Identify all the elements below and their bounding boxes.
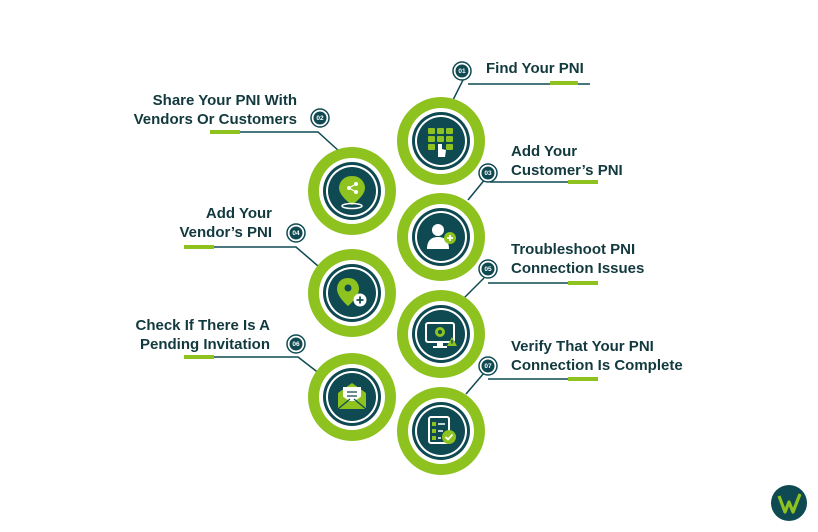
monitor-gear-warning-icon — [425, 322, 457, 348]
step-02-title-line-2: Vendors Or Customers — [133, 111, 297, 128]
step-07-title: Verify That Your PNI Connection Is Compl… — [511, 337, 683, 375]
step-06-title-line-2: Pending Invitation — [140, 336, 270, 353]
step-02-number: 02 — [316, 115, 324, 122]
accent-bar-04 — [184, 245, 214, 249]
step-06-number: 06 — [292, 341, 300, 348]
accent-bars — [184, 81, 598, 381]
step-06-title-line-1: Check If There Is A — [135, 317, 271, 334]
checklist-icon — [428, 416, 456, 444]
step-02-title: Share Your PNI With Vendors Or Customers — [134, 91, 297, 129]
step-05-badge: 05 — [478, 259, 498, 279]
step-03-badge: 03 — [478, 163, 498, 183]
step-04-badge: 04 — [286, 223, 306, 243]
brand-logo-icon — [771, 485, 807, 521]
step-04-title: Add Your Vendor’s PNI — [179, 204, 272, 242]
connector-04 — [184, 246, 319, 267]
connector-03-drop — [467, 177, 487, 201]
step-07-number: 07 — [484, 363, 492, 370]
accent-bar-07 — [568, 377, 598, 381]
accent-bar-01 — [550, 81, 578, 85]
step-01-title: Find Your PNI — [486, 59, 584, 78]
step-03-title-line-2: Customer’s PNI — [511, 162, 623, 179]
step-05-title: Troubleshoot PNI Connection Issues — [511, 240, 644, 278]
step-06-badge: 06 — [286, 334, 306, 354]
location-add-icon — [337, 278, 367, 307]
connector-06 — [184, 356, 321, 375]
accent-bar-05 — [568, 281, 598, 285]
step-06-title: Check If There Is A Pending Invitation — [136, 316, 271, 354]
add-user-icon — [427, 224, 456, 249]
step-05-title-line-1: Troubleshoot PNI — [511, 241, 636, 258]
step-07-badge: 07 — [478, 356, 498, 376]
step-05-number: 05 — [484, 266, 492, 273]
step-04-number: 04 — [292, 230, 300, 237]
step-04-title-line-2: Vendor’s PNI — [179, 224, 272, 241]
connector-07-drop — [465, 372, 485, 395]
number-badges: 01 02 03 04 05 06 07 — [286, 61, 498, 376]
step-07-title-line-2: Connection Is Complete — [511, 357, 683, 374]
step-03-title: Add Your Customer’s PNI — [511, 142, 623, 180]
step-02-badge: 02 — [310, 108, 330, 128]
envelope-icon — [337, 383, 367, 410]
keypad-hand-icon — [428, 128, 453, 157]
step-01-number: 01 — [458, 68, 466, 75]
accent-bar-06 — [184, 355, 214, 359]
step-07-title-line-1: Verify That Your PNI — [511, 338, 654, 355]
connector-01-drop — [451, 77, 465, 103]
connector-05-drop — [463, 277, 485, 299]
step-04-title-line-1: Add Your — [205, 205, 272, 222]
step-03-number: 03 — [484, 170, 492, 177]
accent-bar-02 — [210, 130, 240, 134]
step-03-title-line-1: Add Your — [511, 143, 578, 160]
step-circles — [308, 97, 485, 475]
step-01-badge: 01 — [452, 61, 472, 81]
step-01-title-line-1: Find Your PNI — [486, 60, 584, 77]
step-03-circle — [397, 193, 485, 281]
connector-02 — [210, 131, 341, 153]
step-02-title-line-1: Share Your PNI With — [152, 92, 297, 109]
step-05-title-line-2: Connection Issues — [511, 260, 645, 277]
accent-bar-03 — [568, 180, 598, 184]
share-pin-icon — [339, 176, 365, 210]
